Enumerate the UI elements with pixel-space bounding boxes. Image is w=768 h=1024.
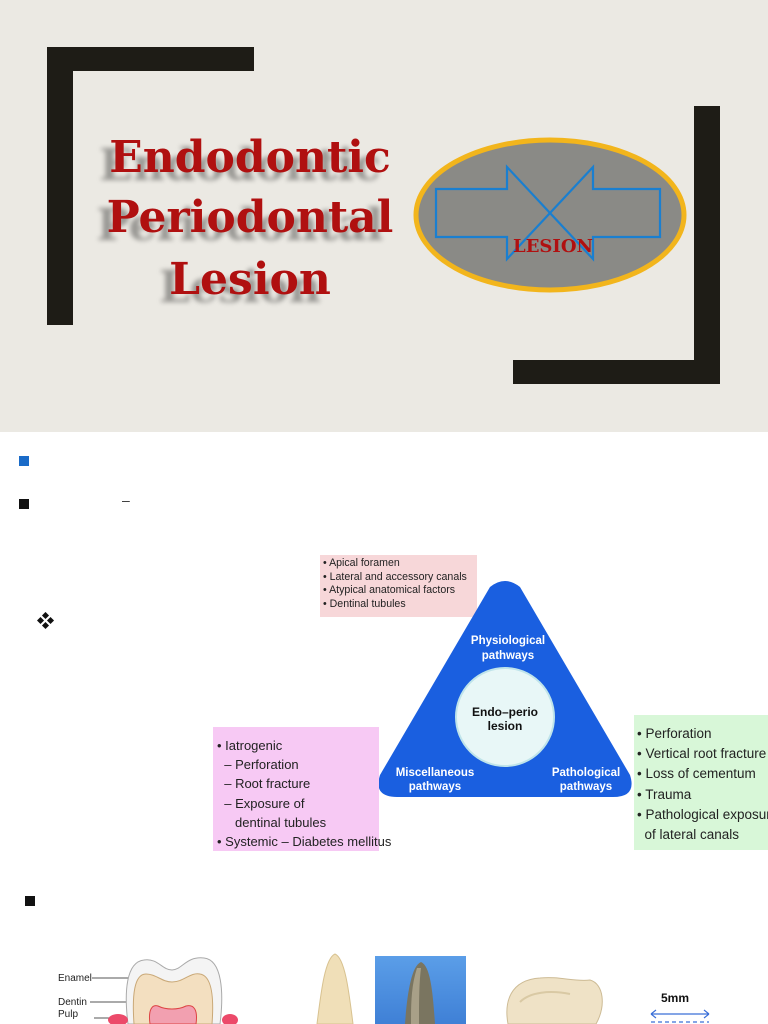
bullet-square-black-2 [25, 896, 35, 906]
arrow-right-icon [434, 164, 552, 262]
top-label-line1: Physiological [471, 635, 545, 647]
top-label-line2: pathways [482, 650, 534, 662]
pathological-factors-box: • Perforation • Vertical root fracture •… [634, 715, 768, 850]
left-label-line2: pathways [409, 781, 461, 793]
root-photo-blue [375, 956, 466, 1024]
miscellaneous-factors-box: • Iatrogenic – Perforation – Root fractu… [213, 727, 392, 851]
tooth-labels: Enamel Dentin Pulp [58, 972, 92, 1022]
misc-item: dentinal tubules [217, 814, 327, 830]
patho-item: • Loss of cementum [637, 766, 756, 782]
badge-ellipse [413, 137, 687, 293]
frame-bottom-right-horizontal [513, 360, 720, 384]
misc-item: – Perforation [217, 757, 299, 773]
center-label-line1: Endo–perio [472, 705, 538, 719]
tooth-label-dentin: Dentin [58, 997, 87, 1008]
left-label-line1: Miscellaneous [396, 767, 475, 779]
tooth-crown-photo [506, 977, 603, 1024]
misc-item: • Systemic – Diabetes mellitus [217, 834, 392, 850]
physiological-item: • Dentinal tubules [323, 597, 406, 610]
misc-item: – Exposure of [217, 795, 305, 811]
endo-perio-triangle: Endo–perio lesion Physiological pathways… [378, 581, 632, 797]
right-label-line1: Pathological [552, 767, 620, 779]
tooth-root-photo [316, 953, 354, 1024]
center-circle [455, 667, 555, 767]
center-label-line2: lesion [488, 719, 523, 733]
physiological-item: • Lateral and accessory canals [323, 570, 467, 583]
lesion-badge: LESION [413, 137, 687, 293]
badge-label: LESION [513, 236, 593, 257]
physiological-item: • Atypical anatomical factors [323, 584, 456, 597]
patho-item: • Pathological exposure [637, 806, 768, 822]
bullet-square-black [19, 499, 29, 509]
title-line-3: Lesion [169, 254, 331, 305]
title-line-1: Endodontic [109, 132, 391, 183]
bullet-square-blue [19, 456, 29, 466]
bullet-dash: – [122, 492, 130, 508]
patho-item: • Vertical root fracture [637, 746, 767, 762]
diamond-bullet-icon [37, 612, 55, 630]
misc-item: – Root fracture [217, 776, 311, 792]
frame-top-left-horizontal [47, 47, 254, 71]
scale-bar [650, 1009, 710, 1023]
frame-bottom-right-vertical [694, 106, 720, 384]
tooth-label-enamel: Enamel [58, 973, 92, 984]
physiological-item: • Apical foramen [323, 557, 400, 569]
physiological-factors-box: • Apical foramen • Lateral and accessory… [320, 555, 477, 617]
right-label-line2: pathways [560, 781, 612, 793]
title-line-2: Periodontal [106, 192, 394, 243]
tooth-cross-section [90, 957, 238, 1024]
misc-item: • Iatrogenic [217, 738, 283, 753]
patho-item: of lateral canals [637, 827, 740, 843]
scale-label: 5mm [661, 991, 690, 1005]
arrow-left-icon [548, 164, 662, 262]
patho-item: • Perforation [637, 726, 712, 741]
frame-top-left-vertical [47, 47, 73, 325]
tooth-label-pulp: Pulp [58, 1009, 79, 1020]
title-slide: Endodontic Periodontal Lesion LESION [0, 0, 768, 432]
patho-item: • Trauma [637, 786, 692, 802]
